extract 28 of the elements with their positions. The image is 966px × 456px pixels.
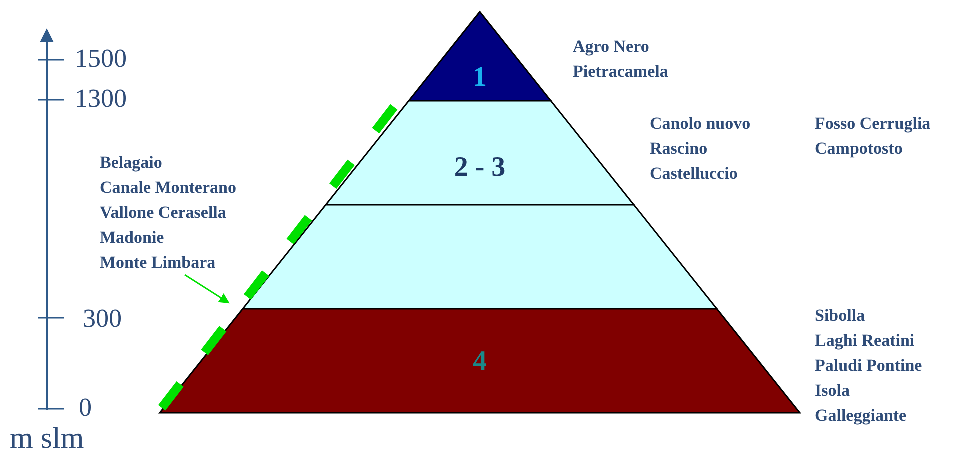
place-name: Monte Limbara <box>100 252 217 274</box>
place-name: Campotosto <box>815 138 903 160</box>
place-name: Pietracamela <box>573 61 668 83</box>
axis-tick-label: 1300 <box>75 84 127 114</box>
zone-number: 1 <box>472 62 488 94</box>
place-name: Fosso Cerruglia <box>815 113 931 135</box>
leader-arrow <box>184 274 230 304</box>
place-name: Canolo nuovo <box>650 113 751 135</box>
place-name: Isola Galleggiante <box>815 380 908 427</box>
place-name: Madonie <box>100 227 166 249</box>
place-name: Vallone Cerasella <box>100 202 228 224</box>
place-name: Castelluccio <box>650 163 738 185</box>
place-name: Belagaio <box>100 152 164 174</box>
pyramid-band <box>242 205 717 309</box>
axis-tick-label: 0 <box>79 393 92 423</box>
place-name: Laghi Reatini <box>815 330 915 352</box>
place-name: Sibolla <box>815 305 866 327</box>
zone-number: 4 <box>472 346 488 378</box>
pyramid-band <box>326 101 634 205</box>
place-name: Paludi Pontine <box>815 355 922 377</box>
place-name: Agro Nero <box>573 36 650 58</box>
place-name: Canale Monterano <box>100 177 236 199</box>
axis-tick-label: 1500 <box>75 44 127 74</box>
axis-unit-label: m slm <box>10 424 84 454</box>
zone-number: 2 - 3 <box>453 152 507 184</box>
pyramid-band <box>160 309 800 413</box>
place-name: Rascino <box>650 138 708 160</box>
axis-tick-label: 300 <box>83 304 122 334</box>
